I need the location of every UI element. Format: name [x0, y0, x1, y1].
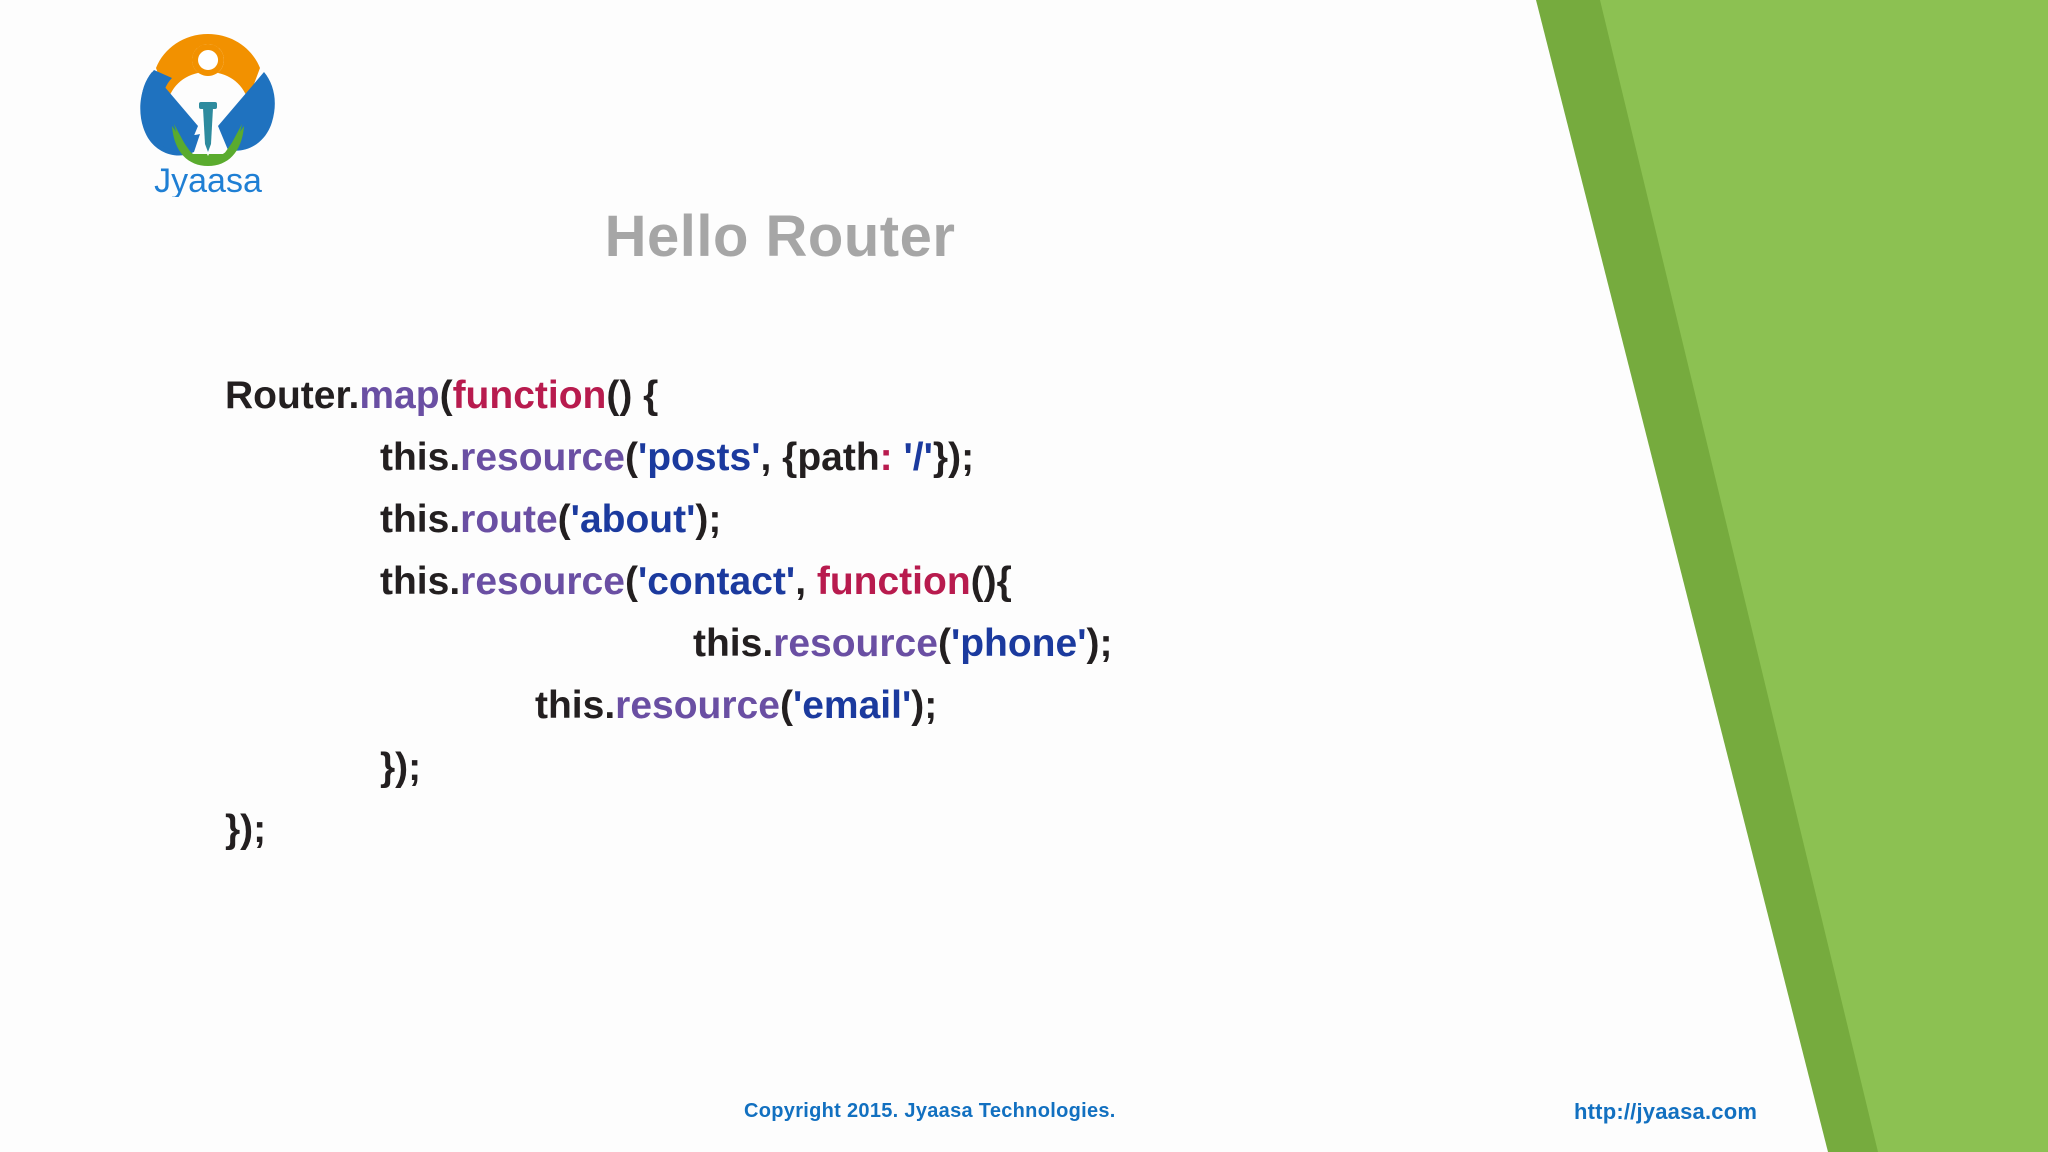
code-token-str: 'phone'	[950, 622, 1087, 665]
code-token-str: 'posts'	[637, 436, 761, 479]
code-token-plain: ,	[795, 560, 817, 603]
code-token-plain: (	[557, 498, 571, 541]
footer-url[interactable]: http://jyaasa.com	[1574, 1099, 1758, 1124]
code-token-plain: this.	[380, 498, 461, 541]
logo-green-bowl	[172, 126, 244, 166]
code-token-plain: (	[937, 622, 951, 665]
code-token-method: resource	[773, 622, 938, 665]
code-token-str: 'about'	[570, 498, 696, 541]
code-token-plain: );	[911, 684, 938, 727]
code-token-plain: this.	[693, 622, 774, 665]
code-line: this.route('about');	[225, 489, 1112, 551]
logo-blue-leaf-left	[141, 72, 198, 151]
code-token-plain: this.	[380, 436, 461, 479]
code-token-method: map	[359, 374, 440, 417]
green-wedge-dark	[1536, 0, 1904, 1152]
code-token-str: '/'	[903, 436, 933, 479]
logo-blue-leaf-right	[218, 72, 275, 151]
code-token-plain: () {	[606, 374, 659, 417]
code-token-plain: (){	[970, 560, 1012, 603]
code-line: this.resource('posts', {path: '/'});	[225, 427, 1112, 489]
code-token-punct: :	[879, 436, 893, 479]
code-token-kw: function	[816, 560, 971, 603]
footer-copyright: Copyright 2015. Jyaasa Technologies.	[744, 1100, 1116, 1122]
code-line: this.resource('email');	[225, 675, 1112, 737]
code-token-method: route	[460, 498, 558, 541]
code-token-plain: this.	[380, 560, 461, 603]
code-line: Router.map(function() {	[225, 365, 1112, 427]
logo-orange-ring	[191, 44, 224, 76]
code-token-kw: function	[452, 374, 607, 417]
code-token-plain: });	[380, 746, 422, 789]
code-token-plain: });	[932, 436, 975, 479]
green-wedge-light	[1600, 0, 2048, 1152]
code-token-plain: (	[624, 436, 638, 479]
code-token-plain: (	[779, 684, 793, 727]
code-token-plain: this.	[535, 684, 616, 727]
code-token-method: resource	[460, 436, 625, 479]
code-token-method: resource	[615, 684, 780, 727]
code-token-plain: );	[695, 498, 722, 541]
code-token-str: 'email'	[792, 684, 912, 727]
code-token-plain: );	[1086, 622, 1113, 665]
code-token-plain: , {path	[760, 436, 880, 479]
page-title: Hello Router	[604, 204, 956, 269]
code-token-method: resource	[460, 560, 625, 603]
code-line: this.resource('phone');	[225, 613, 1112, 675]
code-token-str: 'contact'	[637, 560, 796, 603]
code-line: this.resource('contact', function(){	[225, 551, 1112, 613]
logo-pen-cap	[199, 102, 217, 109]
jyaasa-logo: Jyaasa	[128, 22, 288, 197]
logo-wordmark: Jyaasa	[154, 162, 262, 197]
code-token-plain	[893, 436, 904, 479]
code-token-plain: (	[624, 560, 638, 603]
code-token-plain: (	[439, 374, 453, 417]
logo-pen-body	[203, 108, 213, 152]
code-line: });	[225, 737, 1112, 799]
code-line: });	[225, 799, 1112, 861]
code-token-plain: });	[225, 808, 267, 851]
code-token-plain: Router.	[225, 374, 360, 417]
code-block: Router.map(function() {this.resource('po…	[225, 365, 1112, 861]
